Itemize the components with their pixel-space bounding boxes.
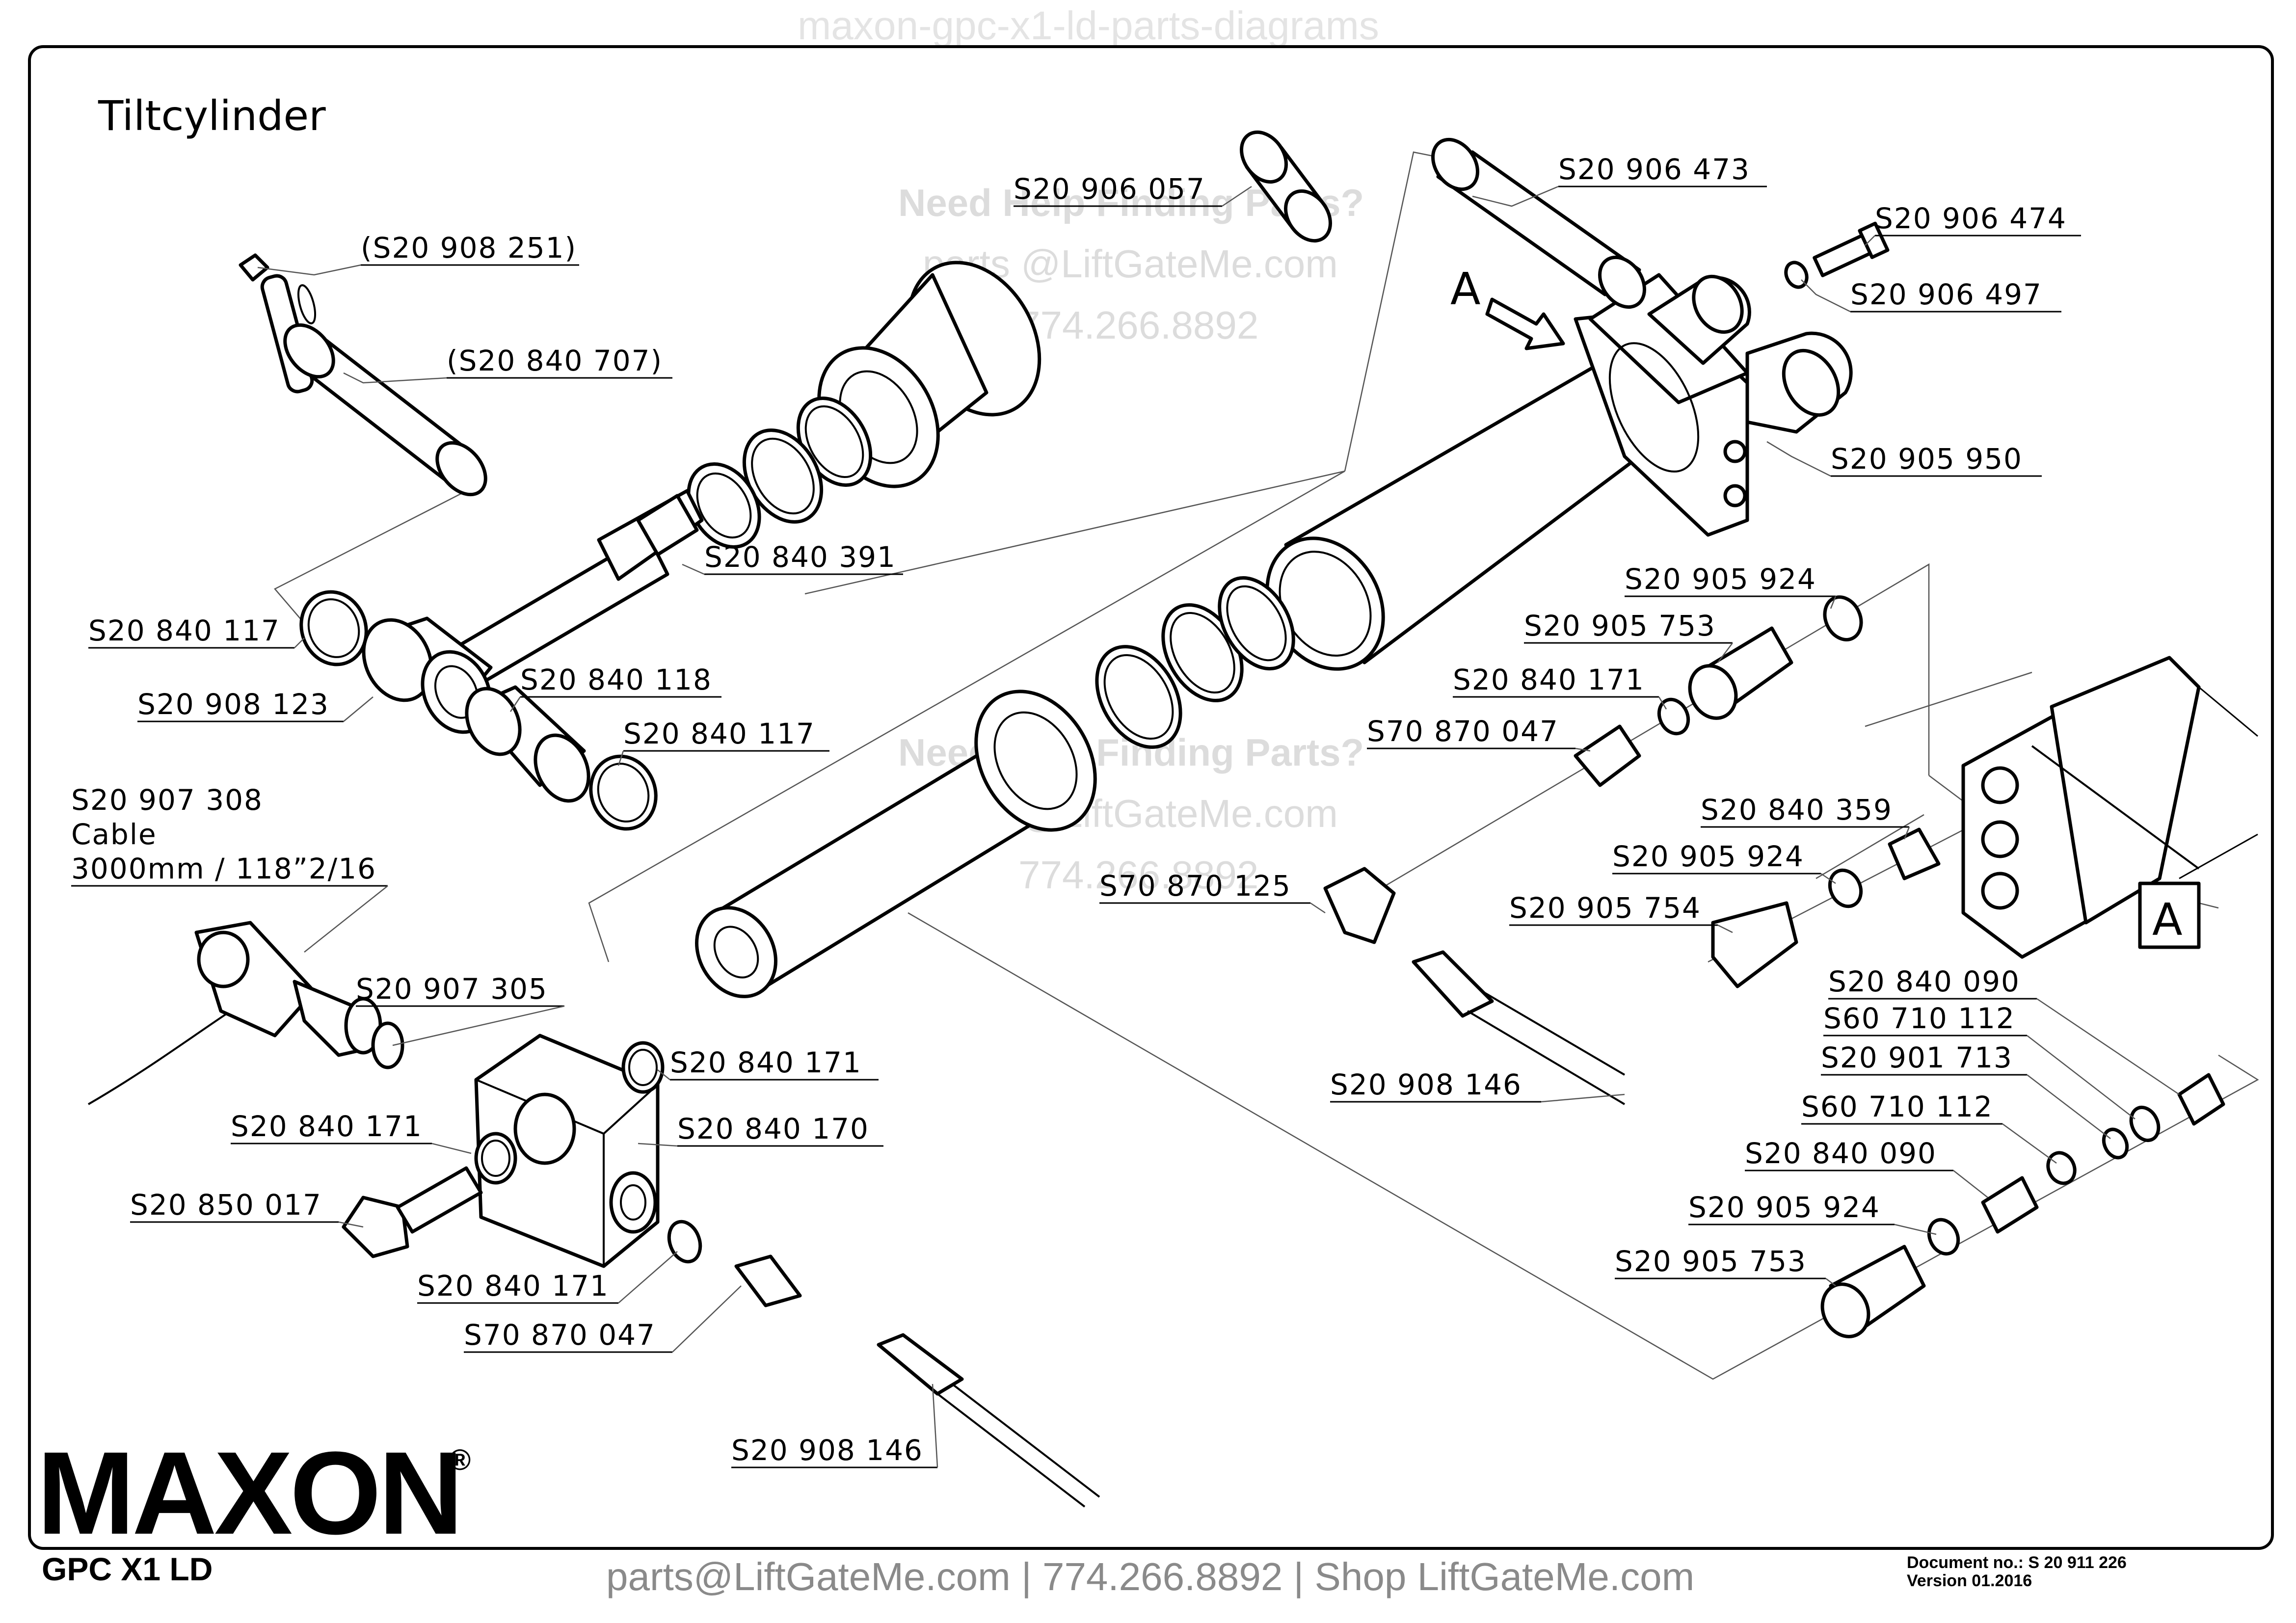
valve-block-s20840170 [474,1034,660,1268]
diagram-title: Tiltcylinder [98,92,326,140]
part-label: S20 905 753 [1524,609,1716,642]
cable-note-line1: Cable [71,818,157,851]
part-label: S20 908 146 [731,1434,923,1467]
maxon-logo: MAXON [37,1427,460,1559]
banjo-bolt-s20850017 [342,1166,483,1258]
part-label: S20 840 118 [520,663,712,696]
part-label: S20 907 305 [356,972,548,1006]
part-label-list: (S20 908 251) (S20 840 707) S20 906 057 … [71,153,2081,1468]
detail-view-a: A [1961,656,2258,959]
part-label: S20 850 017 [130,1188,322,1222]
oring-s20840117-b [589,754,658,831]
document-number: Document no.: S 20 911 226 [1907,1553,2127,1572]
part-label: S20 840 171 [231,1110,423,1143]
hose-s20908146-upper [1412,950,1626,1105]
elbow-s70870125 [1323,867,1396,944]
pin-s20840707 [283,323,487,497]
part-label: S20 905 924 [1625,562,1816,596]
part-label: S20 840 171 [1453,663,1645,696]
piston-seals [1095,576,1295,749]
part-label: S20 840 171 [417,1269,609,1303]
part-label: S60 710 112 [1801,1090,1993,1123]
view-arrow-label: A [1450,264,1481,315]
hose-s20908146-lower [877,1333,1100,1508]
part-label: S20 840 171 [670,1046,862,1079]
part-label: S20 905 950 [1831,442,2023,476]
view-a-box-label: A [2152,894,2183,946]
plug-s20905754 [1711,901,1798,988]
part-label: S20 840 391 [704,540,896,574]
part-label: S20 840 359 [1701,793,1893,826]
part-label: S20 906 057 [1014,172,1205,206]
cable-note-line2: 3000mm / 118”2/16 [71,852,376,885]
registered-mark: ® [449,1443,471,1476]
piston-rod [695,690,1097,998]
gland-s20840391 [817,261,1041,488]
oring-s20905924-mid [1828,868,1863,908]
cartridge-s20907305 [344,997,404,1069]
bushing-s20906057 [1240,130,1332,243]
washer-s20840171-block-top [621,1041,665,1094]
part-label: S70 870 125 [1099,869,1291,903]
footer-contact: parts@LiftGateMe.com | 774.266.8892 | Sh… [606,1555,1694,1598]
top-watermark: maxon-gpc-x1-ld-parts-diagrams [798,3,1379,48]
oring-s20905924-top [1823,595,1863,641]
part-label: S20 840 090 [1828,965,2020,998]
cylinder-clevis [1647,274,1853,434]
view-arrow-a: A [1450,264,1565,350]
document-version: Version 01.2016 [1907,1571,2032,1590]
washer-s20840171-right [1657,697,1690,736]
part-label: S20 905 924 [1612,840,1804,873]
pin-s20906473 [1431,137,1646,309]
part-label: S20 905 924 [1688,1191,1880,1224]
washer-s20840171-block-bottom [667,1220,702,1264]
label-leader-lines [257,186,2180,1468]
fitting-s70870047-lower [734,1254,802,1307]
part-label: S20 906 474 [1875,202,2067,235]
part-label: (S20 908 251) [361,231,577,265]
part-label: S20 901 713 [1821,1041,2013,1074]
valve-s20907308 [87,921,385,1105]
part-label: S20 907 308 [71,783,263,817]
part-label: S20 840 170 [677,1112,869,1145]
part-label: S20 905 753 [1615,1245,1807,1278]
drawing-frame [28,45,2274,1550]
explode-guide-lines [274,151,2259,1380]
cylinder-barrel [1265,273,1749,671]
part-label: S70 870 047 [1367,715,1559,748]
part-label: S20 906 497 [1850,278,2042,311]
fitting-s70870047-right [1574,724,1641,787]
bolt-s20908251 [239,253,269,282]
part-label: S20 905 754 [1509,891,1701,925]
right-small-parts [1820,1073,2225,1338]
bushing-s20908123 [362,616,493,734]
part-label: S20 908 123 [137,688,329,721]
part-label: S20 840 117 [623,717,815,750]
part-label: S20 908 146 [1330,1068,1522,1101]
bushing-s20840118 [465,685,590,803]
watermark-phone: 774.266.8892 [1018,853,1258,897]
part-label: S20 906 473 [1558,153,1750,186]
part-label: S20 840 117 [88,614,280,647]
washer-s20840171-block-left [474,1132,517,1185]
part-label: (S20 840 707) [447,344,663,377]
part-label: S60 710 112 [1823,1002,2015,1035]
watermark-phone: 774.266.8892 [1018,303,1258,347]
plug-s20840359 [1888,827,1941,880]
part-label: S70 870 047 [464,1318,656,1352]
model-name: GPC X1 LD [42,1551,213,1587]
fitting-s20905753-top [1688,626,1793,720]
part-label: S20 840 090 [1745,1137,1937,1170]
